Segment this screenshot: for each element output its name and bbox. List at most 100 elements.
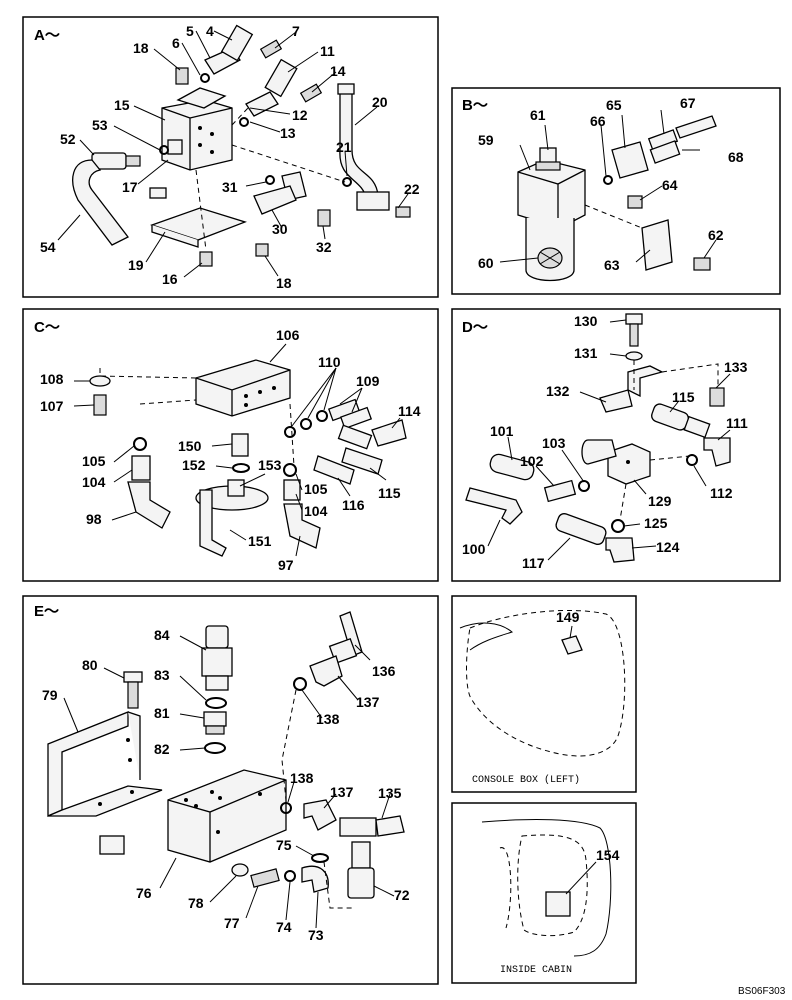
section-d-leaders (487, 319, 731, 561)
callout-number: 152 (182, 457, 206, 473)
section-c-frame (22, 308, 439, 582)
console-box-frame (451, 595, 637, 793)
callout-number: 107 (40, 398, 64, 414)
callout-number: 20 (372, 94, 388, 110)
callout-number: 18 (133, 40, 149, 56)
callout-number: 13 (280, 125, 296, 141)
callout-number: 5 (186, 23, 194, 39)
callout-number: 65 (606, 97, 622, 113)
callout-number: 18 (276, 275, 292, 291)
callout-number: 19 (128, 257, 144, 273)
callout-number: 6 (172, 35, 180, 51)
callout-number: 84 (154, 627, 170, 643)
console-box-drawing: 149 CONSOLE BOX (LEFT) (459, 609, 626, 786)
callout-number: 154 (596, 847, 620, 863)
callout-number: 100 (462, 541, 486, 557)
callout-number: 81 (154, 705, 170, 721)
callout-number: 30 (272, 221, 288, 237)
callout-number: 60 (478, 255, 494, 271)
section-c-drawing (89, 359, 407, 557)
callout-number: 62 (708, 227, 724, 243)
callout-number: 68 (728, 149, 744, 165)
callout-number: 136 (372, 663, 396, 679)
callout-number: 21 (336, 139, 352, 155)
section-d-frame (451, 308, 781, 582)
section-e-leaders (63, 635, 395, 929)
callout-number: 74 (276, 919, 292, 935)
callout-number: 117 (522, 555, 545, 571)
section-b-frame (451, 87, 781, 295)
callout-number: 125 (644, 515, 668, 531)
callout-number: 73 (308, 927, 324, 943)
callout-number: 4 (206, 23, 214, 39)
callout-number: 75 (276, 837, 292, 853)
callout-number: 7 (292, 23, 300, 39)
callout-number: 32 (316, 239, 332, 255)
callout-number: 76 (136, 885, 152, 901)
callout-number: 138 (316, 711, 340, 727)
section-b-callouts: 61 65 67 59 66 68 64 60 63 62 (478, 95, 744, 273)
callout-number: 72 (394, 887, 410, 903)
section-a-drawing (72, 24, 411, 267)
section-a-callouts: 18 6 5 4 7 11 14 15 53 52 12 13 20 17 21… (40, 23, 420, 291)
callout-number: 112 (710, 485, 733, 501)
callout-number: 132 (546, 383, 570, 399)
callout-number: 115 (378, 485, 401, 501)
section-e-frame (22, 595, 439, 985)
callout-number: 52 (60, 131, 76, 147)
callout-number: 115 (672, 389, 695, 405)
callout-number: 137 (356, 694, 380, 710)
callout-number: 105 (82, 453, 106, 469)
callout-number: 15 (114, 97, 130, 113)
callout-number: 79 (42, 687, 58, 703)
callout-number: 11 (320, 43, 335, 59)
section-a-frame (22, 16, 439, 298)
callout-number: 104 (304, 503, 328, 519)
callout-number: 97 (278, 557, 294, 573)
callout-number: 124 (656, 539, 680, 555)
section-e-label: E～ (34, 603, 59, 620)
callout-number: 22 (404, 181, 420, 197)
callout-number: 135 (378, 785, 402, 801)
section-a-label: A～ (34, 27, 60, 44)
callout-number: 12 (292, 107, 308, 123)
callout-number: 17 (122, 179, 138, 195)
section-b-leaders (499, 109, 717, 263)
callout-number: 130 (574, 313, 598, 329)
callout-number: 59 (478, 132, 494, 148)
callout-number: 111 (726, 415, 748, 431)
inside-cabin-caption: INSIDE CABIN (500, 965, 572, 976)
callout-number: 133 (724, 359, 748, 375)
callout-number: 63 (604, 257, 620, 273)
section-d-callouts: 130 131 133 132 115 101 111 103 102 112 … (462, 313, 748, 571)
callout-number: 82 (154, 741, 170, 757)
callout-number: 53 (92, 117, 108, 133)
callout-number: 16 (162, 271, 178, 287)
callout-number: 31 (222, 179, 238, 195)
callout-number: 149 (556, 609, 580, 625)
callout-number: 66 (590, 113, 606, 129)
drawing-reference-code: BS06F303 (738, 986, 786, 997)
section-b-label: B～ (462, 97, 488, 114)
callout-number: 98 (86, 511, 102, 527)
callout-number: 110 (318, 354, 341, 370)
callout-number: 67 (680, 95, 696, 111)
callout-number: 78 (188, 895, 204, 911)
callout-number: 64 (662, 177, 678, 193)
inside-cabin-drawing: 154 INSIDE CABIN (481, 819, 620, 976)
callout-number: 153 (258, 457, 282, 473)
callout-number: 14 (330, 63, 346, 79)
section-d-drawing (465, 313, 731, 563)
section-a-leaders (57, 30, 409, 278)
callout-number: 137 (330, 784, 354, 800)
section-e-callouts: 84 136 80 83 79 137 81 138 82 138 137 13… (42, 627, 410, 943)
callout-number: 83 (154, 667, 170, 683)
inside-cabin-frame (451, 802, 637, 984)
callout-number: 106 (276, 327, 300, 343)
callout-number: 114 (398, 403, 421, 419)
section-c-label: C～ (34, 319, 60, 336)
console-box-caption: CONSOLE BOX (LEFT) (472, 774, 580, 786)
callout-number: 150 (178, 438, 202, 454)
callout-number: 129 (648, 493, 672, 509)
